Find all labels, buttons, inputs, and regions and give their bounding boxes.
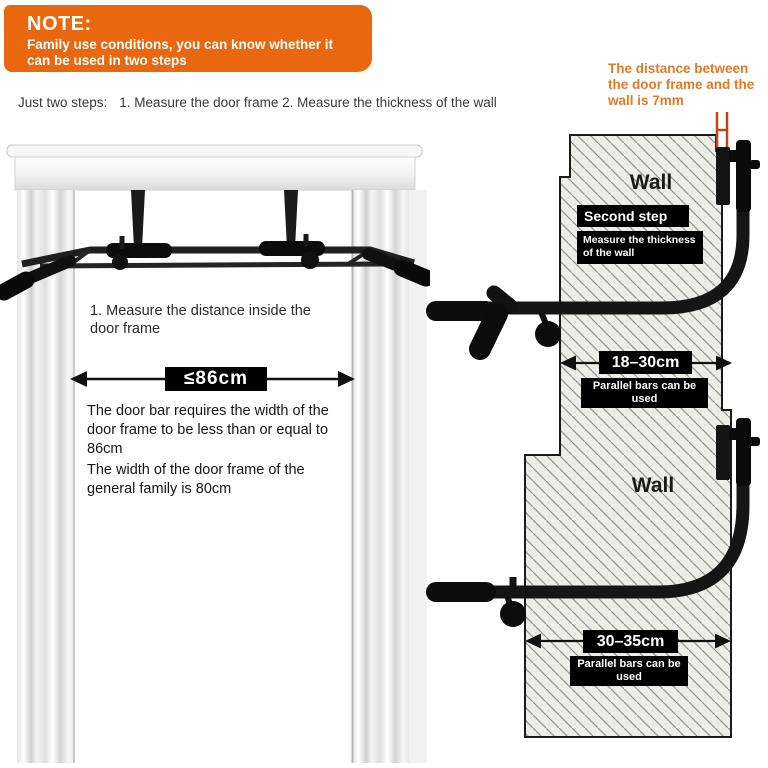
bar-lower-tube <box>39 261 391 269</box>
wall-bracket-top <box>716 147 730 205</box>
range-arrowhead-bottom-left <box>525 633 541 649</box>
bar-main-tube <box>21 246 415 268</box>
door-trim-right <box>409 190 427 763</box>
pullup-bar-side-top <box>426 140 760 360</box>
door-frame <box>6 144 427 763</box>
note-body: Family use conditions, you can know whet… <box>27 37 334 68</box>
side-bar-tube-top <box>435 185 750 315</box>
note-box: NOTE: Family use conditions, you can kno… <box>4 5 372 72</box>
range1-badge: 18–30cm <box>599 351 692 374</box>
door-lintel <box>14 156 416 191</box>
requirement-text: The door bar requires the width of the d… <box>87 403 329 457</box>
side-hanging-grip-top <box>469 303 508 360</box>
bracket-nub-top <box>749 160 760 169</box>
width-arrowhead-right <box>338 371 355 387</box>
gap-indicator-icon <box>715 112 729 152</box>
bracket-post-bottom <box>736 418 751 486</box>
bar-strap-left <box>131 190 145 248</box>
range2-caption: Parallel bars can be used <box>570 656 688 686</box>
bar-knob-right <box>301 251 319 269</box>
bar-end-tip-right <box>393 259 430 287</box>
door-frame-illustration <box>0 144 430 763</box>
width-limit-badge: ≤86cm <box>165 367 267 391</box>
bar-strap-right <box>284 190 298 248</box>
bracket-link-top <box>729 150 738 162</box>
steps-caption: Just two steps: 1. Measure the door frame… <box>18 95 497 110</box>
range1-caption: Parallel bars can be used <box>581 378 708 408</box>
side-bar-tube-bottom <box>435 463 750 599</box>
typical-width-text: The width of the door frame of the gener… <box>87 462 305 497</box>
gap-annotation: The distance between the door frame and … <box>608 61 755 108</box>
second-step-caption: Measure the thickness of the wall <box>577 231 703 264</box>
pullup-bar-door <box>0 190 430 301</box>
measure-caption: 1. Measure the distance inside the door … <box>90 303 311 337</box>
side-knob-bottom <box>500 601 526 627</box>
bracket-post-top <box>736 140 751 212</box>
range-arrowhead-top-left <box>560 355 576 371</box>
side-knob-top <box>535 321 561 347</box>
door-lintel-cap <box>6 144 423 158</box>
bracket-link-bottom <box>729 428 738 440</box>
steps-text: 1. Measure the door frame 2. Measure the… <box>119 95 497 110</box>
side-clamp-top <box>486 285 518 314</box>
range-arrowhead-bottom-right <box>715 633 731 649</box>
door-column-right <box>352 190 409 763</box>
wall-bracket-bottom <box>716 425 730 480</box>
note-title: NOTE: <box>27 13 92 35</box>
wall-label-top: Wall <box>629 171 673 194</box>
bar-knob-left <box>112 254 128 270</box>
range-arrowhead-top-right <box>716 355 732 371</box>
bracket-nub-bottom <box>749 437 760 446</box>
second-step-title: Second step <box>577 205 689 227</box>
wall-label-bottom: Wall <box>631 474 675 497</box>
bar-end-tip-left <box>0 271 35 301</box>
wall-illustration <box>426 112 760 738</box>
range2-badge: 30–35cm <box>583 630 678 653</box>
pullup-bar-side-bottom <box>426 418 760 627</box>
width-arrowhead-left <box>70 371 87 387</box>
steps-prefix: Just two steps: <box>18 95 108 110</box>
